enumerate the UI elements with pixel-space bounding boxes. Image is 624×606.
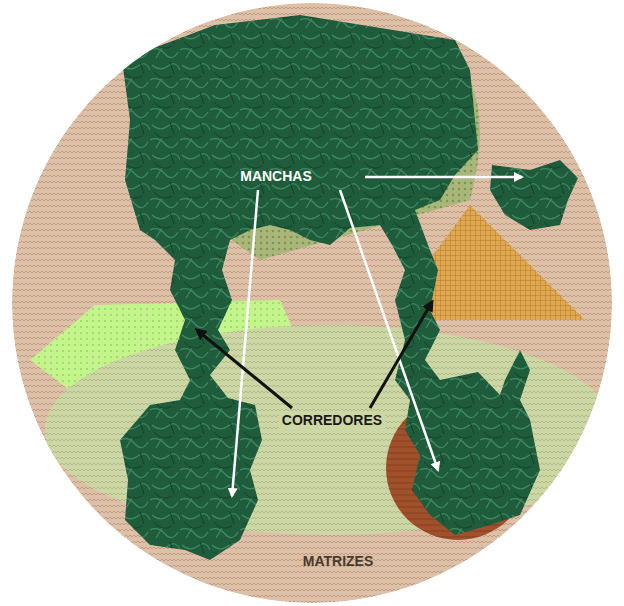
patch-label: MANCHAS bbox=[237, 167, 315, 186]
corridor-label: CORREDORES bbox=[279, 411, 385, 430]
matrix-label: MATRIZES bbox=[300, 552, 377, 571]
